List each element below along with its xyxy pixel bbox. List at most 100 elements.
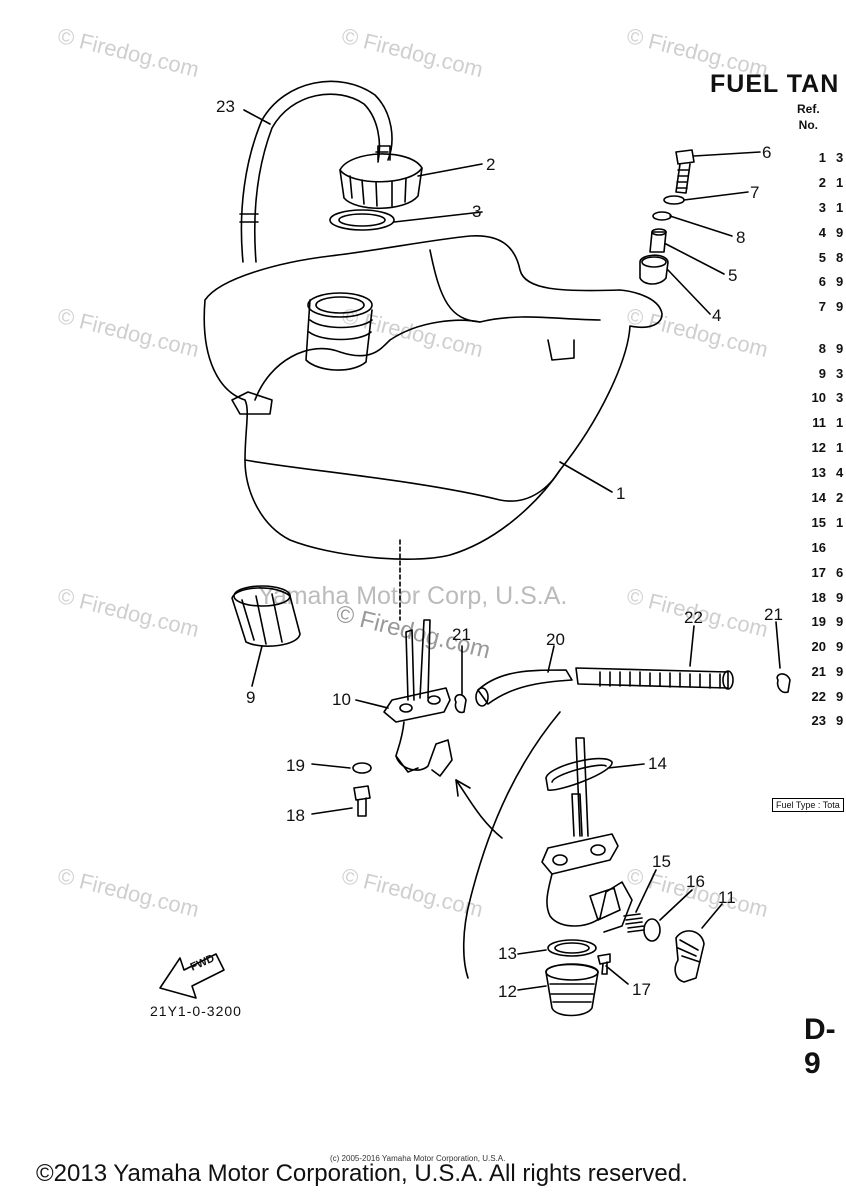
part-label-23: 23 [216,97,235,116]
part-label-8: 8 [736,228,746,247]
clip-21b [776,673,791,694]
ref-row-qty: 4 [836,465,844,480]
ref-row-qty: 1 [836,440,844,455]
o-ring-16 [643,918,661,942]
part-label-19: 19 [286,756,305,775]
part-label-2: 2 [486,155,496,174]
cap-gasket-3 [329,209,395,231]
damper-4 [639,254,669,285]
ref-row-number: 18 [811,590,826,605]
clip-21a [454,693,467,714]
part-label-4: 4 [712,306,722,325]
ref-row-number: 17 [811,565,826,580]
fuel-cock-detail [541,833,619,875]
ref-row-qty: 9 [836,274,844,289]
part-label-10: 10 [332,690,351,709]
copyright-notice: ©2013 Yamaha Motor Corporation, U.S.A. A… [36,1160,688,1187]
page-code: D-9 [804,1013,836,1080]
ref-row-qty: 8 [836,250,844,265]
ref-row-number: 10 [811,390,826,405]
part-label-14: 14 [648,754,667,773]
part-label-13: 13 [498,944,517,963]
part-label-22: 22 [684,608,703,627]
detail-boundary [462,711,561,979]
part-label-12: 12 [498,982,517,1001]
ref-row-qty: 3 [836,366,844,381]
fuel-tank-1 [203,235,663,560]
ref-row-qty: 3 [836,150,844,165]
ref-row-number: 21 [811,664,826,679]
fuel-type-box: Fuel Type : Tota [772,798,844,812]
gasket-14 [545,757,613,791]
ref-row-number: 13 [811,465,826,480]
ref-row-number: 4 [818,225,826,240]
part-label-11: 11 [718,888,736,907]
washer-19 [352,762,372,774]
ref-row-number: 1 [818,150,826,165]
ref-row-qty: 1 [836,175,844,190]
ref-row-qty: 3 [836,390,844,405]
ref-row-number: 12 [811,440,826,455]
page-title: FUEL TAN [710,70,840,98]
part-label-6: 6 [762,143,772,162]
ref-row-qty: 9 [836,614,844,629]
part-label-15: 15 [652,852,671,871]
breather-hose-23 [240,80,393,263]
ref-row-number: 6 [818,274,826,289]
o-ring-13 [547,939,597,957]
ref-row-number: 16 [811,540,826,555]
part-label-5: 5 [728,266,738,285]
bolt-6 [675,149,695,194]
ref-row-qty: 9 [836,590,844,605]
ref-row-qty: 2 [836,490,844,505]
ref-row-number: 7 [818,299,826,314]
part-label-18: 18 [286,806,305,825]
ref-row-qty: 1 [836,415,844,430]
ref-row-qty: 9 [836,664,844,679]
ref-row-number: 15 [811,515,826,530]
filter-cup-12 [545,963,599,1017]
ref-row-qty: 9 [836,341,844,356]
ref-row-qty: 9 [836,713,844,728]
part-label-9: 9 [246,688,256,707]
ref-row-number: 5 [818,250,826,265]
part-label-21a: 21 [452,625,471,644]
spring-15 [623,913,645,933]
ref-header-line2: No. [798,118,818,132]
center-watermark: Yamaha Motor Corp, U.S.A. [258,582,568,610]
fuel-hose-20 [477,669,573,705]
washer-8 [652,211,672,221]
bolt-18 [353,785,371,817]
ref-row-number: 3 [818,200,826,215]
part-label-3: 3 [472,202,482,221]
small-copyright: (c) 2005-2016 Yamaha Motor Corporation, … [330,1154,506,1163]
fuel-cap-2 [339,153,423,210]
ref-row-number: 19 [811,614,826,629]
ref-header: Ref. No. [797,101,820,133]
ref-row-number: 8 [818,341,826,356]
part-label-1: 1 [616,484,626,503]
fwd-arrow [159,953,225,999]
ref-row-number: 9 [818,366,826,381]
part-label-16: 16 [686,872,705,891]
ref-header-line1: Ref. [797,102,820,116]
screw-17 [597,953,611,975]
ref-row-number: 20 [811,639,826,654]
part-label-21b: 21 [764,605,783,624]
ref-row-qty: 9 [836,225,844,240]
fuel-hose-22 [575,667,729,689]
ref-row-number: 14 [811,490,826,505]
ref-row-qty: 9 [836,299,844,314]
ref-row-qty: 9 [836,689,844,704]
ref-row-qty: 1 [836,515,844,530]
ref-row-number: 23 [811,713,826,728]
ref-row-qty: 6 [836,565,844,580]
part-label-7: 7 [750,183,760,202]
elbow-11 [674,930,705,983]
washer-7 [663,195,685,205]
ref-row-number: 22 [811,689,826,704]
ref-row-number: 2 [818,175,826,190]
collar-5 [649,231,667,253]
part-label-20: 20 [546,630,565,649]
